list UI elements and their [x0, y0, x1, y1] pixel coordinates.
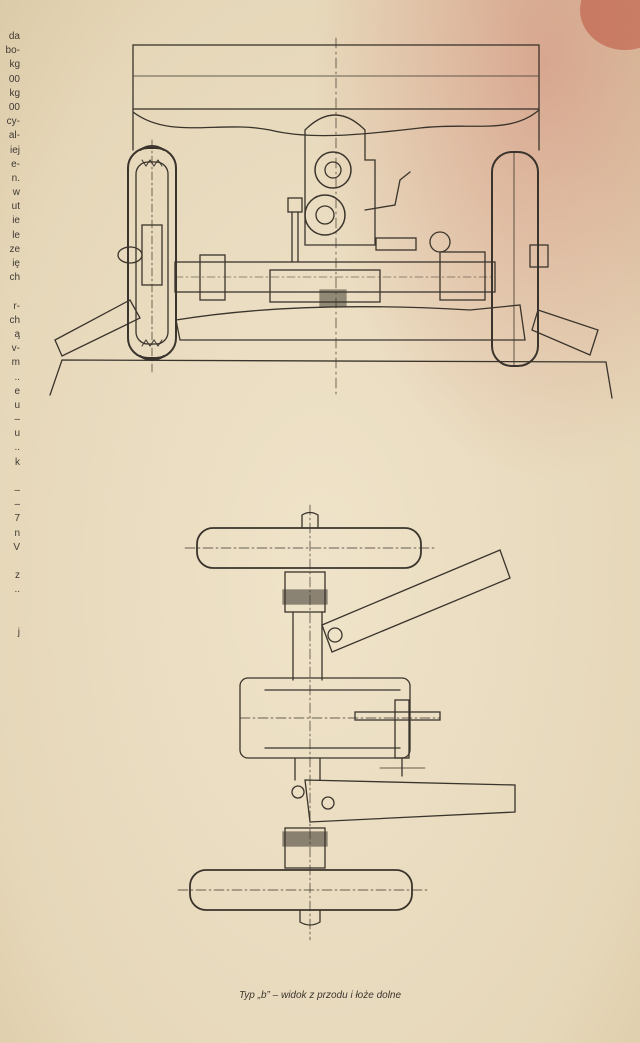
lower-carriage-drawing [177, 504, 516, 941]
left-trail-leg [54, 299, 141, 357]
margin-text-fragment: e- [11, 158, 20, 170]
margin-text-fragment: z [15, 570, 20, 582]
right-trail-leg [531, 309, 599, 356]
margin-text-fragment: m [11, 357, 20, 369]
margin-text-fragment: – [14, 485, 20, 496]
margin-text-fragment: cy- [6, 116, 20, 128]
margin-text-fragment: al- [8, 130, 20, 142]
margin-text-fragment: ze [9, 243, 20, 255]
front-view-drawing [49, 37, 613, 399]
margin-text-fragment: .. [14, 371, 20, 383]
margin-text-fragment: n [14, 527, 20, 539]
margin-text-fragment: ie [12, 215, 20, 227]
margin-text-fragment: j [17, 626, 20, 638]
figure-caption: Typ „b” – widok z przodu i łoże dolne [238, 990, 402, 1001]
margin-text-fragment: – [14, 499, 20, 511]
axle [174, 251, 496, 307]
margin-text-fragment: u [14, 399, 20, 411]
margin-text-fragment: 7 [14, 513, 20, 525]
mechanism-housing [287, 114, 451, 263]
top-wheel [184, 511, 436, 569]
margin-text-fragment: – [14, 414, 20, 426]
margin-text-fragment: 00 [8, 101, 20, 113]
bottom-wheel [177, 869, 431, 926]
margin-text-fragment: .. [14, 442, 20, 454]
margin-text-fragment: bo- [5, 45, 20, 57]
margin-text-fragment: ię [12, 258, 20, 269]
margin-text-fragment: V [13, 541, 20, 553]
lower-hinge [284, 827, 326, 869]
margin-text-fragment: ch [9, 272, 20, 284]
upper-trail [321, 549, 511, 653]
margin-text-fragment: iej [9, 144, 20, 156]
lower-trail [304, 779, 516, 823]
margin-text-fragment: .. [14, 584, 20, 596]
left-wheel [117, 139, 177, 373]
margin-text-fragment: e [14, 385, 20, 397]
margin-text-fragment: 00 [8, 73, 20, 85]
margin-text-fragment: u [14, 428, 20, 440]
margin-text-fragment: w [12, 187, 20, 199]
margin-text-fragment: n. [11, 172, 20, 184]
margin-text-fragment: kg [9, 59, 20, 71]
margin-text-fragment: da [8, 31, 20, 42]
margin-text-fragment: v- [11, 343, 20, 355]
ground-line [49, 359, 613, 399]
margin-text-fragment: r- [13, 300, 20, 312]
body-edge [132, 109, 540, 137]
right-wheel [491, 151, 549, 367]
lower-carriage [175, 304, 526, 341]
margin-text-fragment: k [15, 456, 20, 468]
margin-text-fragment: ą [14, 328, 20, 340]
margin-text-fragment: ch [9, 314, 20, 326]
margin-text-fragment: kg [9, 87, 20, 99]
margin-text-fragment: le [12, 229, 20, 241]
margin-text-fragment: ut [11, 201, 20, 213]
